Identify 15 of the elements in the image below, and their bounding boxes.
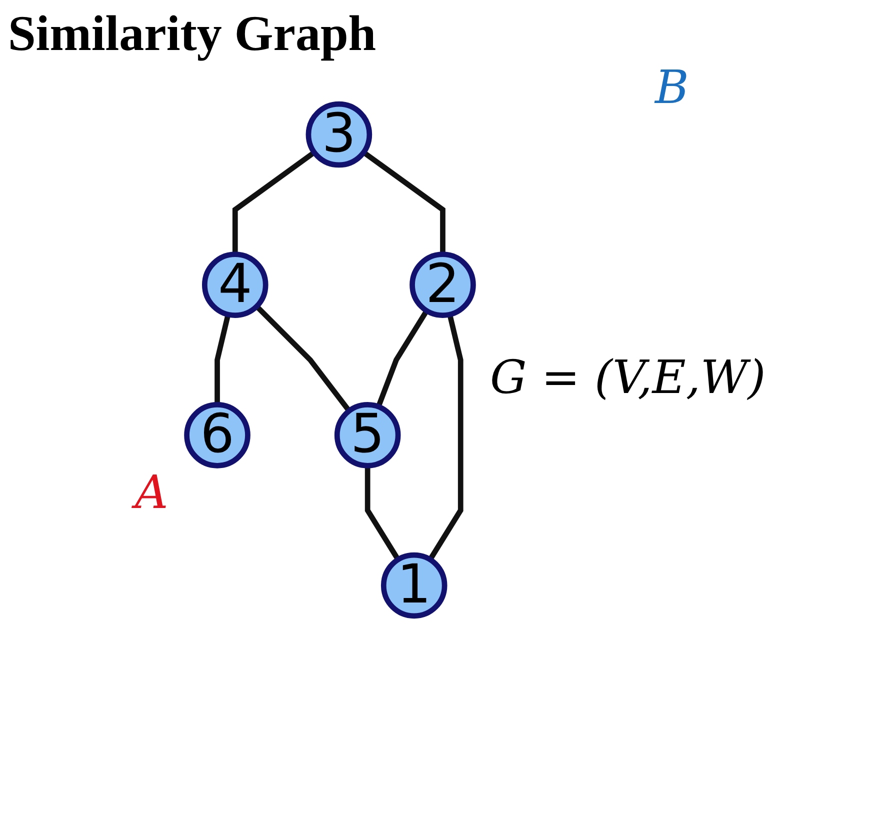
connector	[364, 466, 400, 561]
connector	[254, 304, 352, 413]
connector	[376, 309, 429, 408]
node-circle: 4	[202, 252, 268, 318]
connector	[428, 314, 464, 561]
graph-formula: G = (V,E,W)	[490, 350, 766, 404]
node-circle: 3	[306, 101, 372, 168]
set-label: B	[655, 60, 689, 114]
connector	[362, 150, 446, 254]
node-circle: 5	[334, 402, 401, 468]
node-circle: 6	[184, 402, 250, 468]
node-circle: 1	[380, 552, 448, 619]
diagram-title: Similarity Graph	[8, 4, 376, 62]
node-circle: 2	[410, 252, 476, 318]
connector	[232, 150, 316, 254]
